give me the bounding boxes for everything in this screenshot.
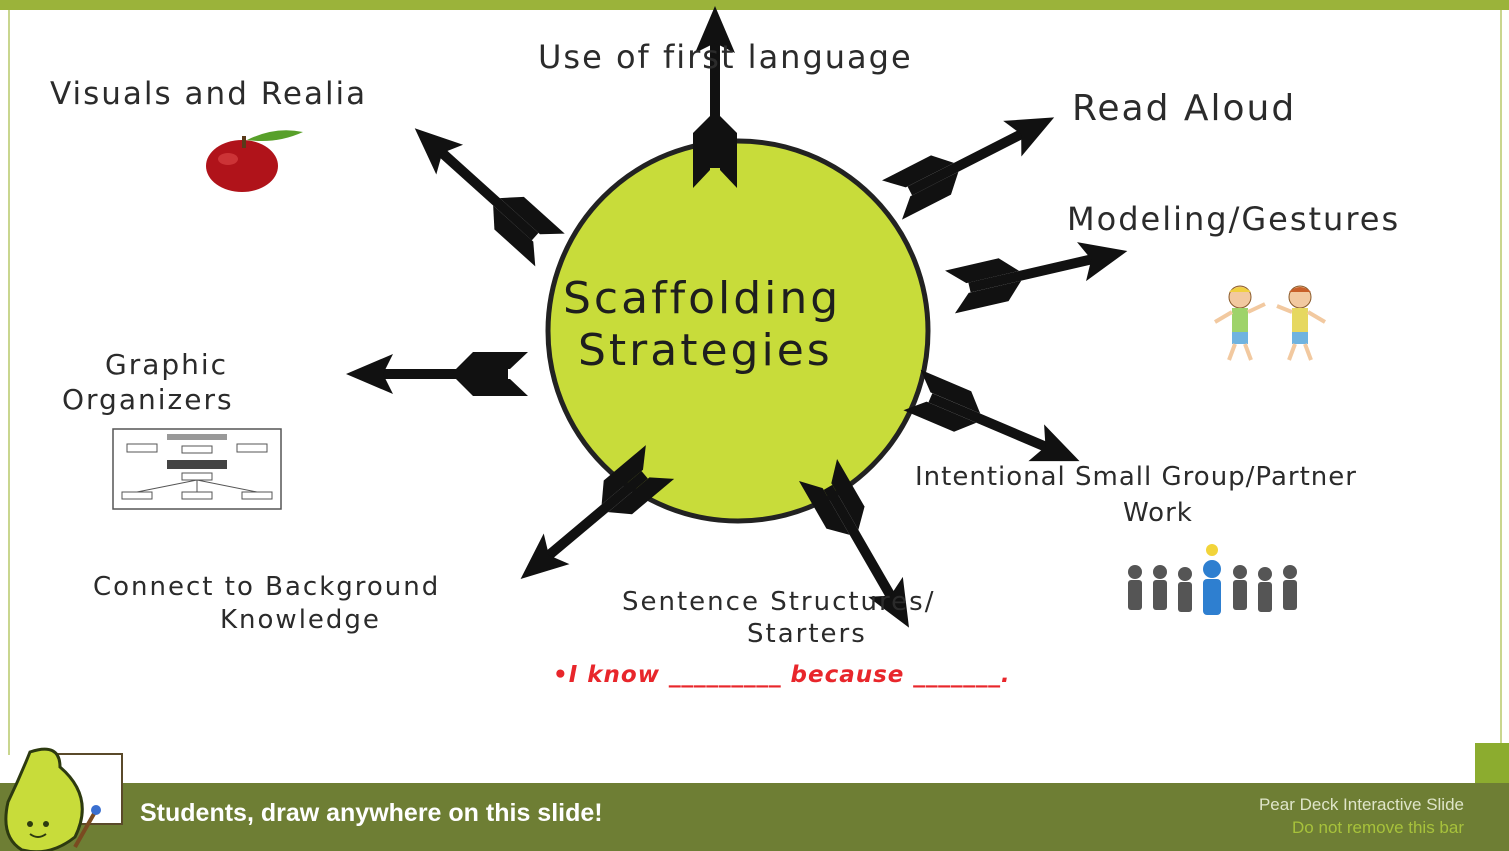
arrow-visuals (400, 111, 565, 267)
apple-icon (206, 130, 303, 192)
center-circle (545, 138, 931, 524)
pear-deck-footer-bar: Students, draw anywhere on this slide! P… (0, 783, 1509, 851)
arrow-modeling (945, 229, 1133, 314)
arrow-read-aloud (882, 97, 1065, 220)
label-background-1: Connect to Background (93, 572, 441, 602)
arrow-graphic (346, 352, 528, 396)
people-group-icon (1128, 544, 1297, 615)
label-small-group-2: Work (1123, 498, 1193, 528)
footer-instruction: Students, draw anywhere on this slide! (140, 799, 603, 827)
right-border (1500, 10, 1502, 755)
label-background-2: Knowledge (220, 605, 381, 635)
label-graphic-2: Organizers (62, 383, 234, 416)
footer-brand-line2: Do not remove this bar (1292, 818, 1464, 837)
footer-accent-block (1475, 743, 1509, 783)
left-border (8, 10, 10, 755)
kids-icon (1213, 285, 1327, 361)
pear-deck-logo-icon (4, 747, 123, 851)
footer-brand-line1: Pear Deck Interactive Slide (1258, 795, 1464, 814)
label-small-group-1: Intentional Small Group/Partner (915, 462, 1357, 492)
center-title-line2: Strategies (578, 325, 833, 376)
label-read-aloud: Read Aloud (1072, 88, 1297, 129)
footer-brand: Pear Deck Interactive Slide Do not remov… (1259, 795, 1464, 838)
label-graphic-1: Graphic (105, 348, 229, 381)
label-sentence-1: Sentence Structures/ (622, 587, 936, 617)
top-accent-bar (0, 0, 1509, 10)
label-sentence-2: Starters (747, 619, 867, 649)
label-modeling: Modeling/Gestures (1067, 200, 1401, 238)
center-title-line1: Scaffolding (563, 273, 842, 324)
sentence-starter-example: •I know _________ because _______. (553, 662, 1011, 688)
graphic-organizer-icon (112, 428, 282, 510)
label-first-language: Use of first language (538, 38, 913, 76)
label-visuals: Visuals and Realia (50, 76, 368, 112)
arrow-first-language (693, 6, 737, 188)
